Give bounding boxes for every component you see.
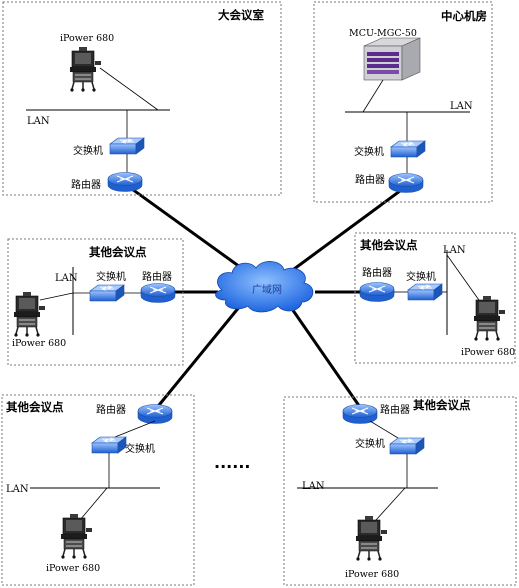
switch-left-label: 交换机 [96, 270, 126, 283]
switch-bottom-right-label: 交换机 [355, 437, 385, 450]
router-main-label: 路由器 [71, 178, 101, 191]
wan-link-center [289, 186, 405, 274]
router-bottom-left-label: 路由器 [96, 403, 126, 416]
terminal-main-label: iPower 680 [60, 33, 114, 44]
mcu-icon [363, 37, 421, 81]
room-bottom-left-box [1, 394, 195, 586]
switch-left-icon [89, 284, 125, 302]
room-center-title: 中心机房 [441, 9, 487, 23]
room-left-title: 其他会议点 [89, 245, 147, 259]
wan-label: 广域网 [252, 283, 282, 296]
room-left-box [7, 238, 184, 366]
lan-center-label: LAN [450, 101, 473, 112]
router-left-label: 路由器 [142, 270, 172, 283]
mcu-cable [362, 79, 384, 113]
terminal-bottom-right-label: iPower 680 [345, 569, 399, 580]
room-center-box [313, 1, 493, 203]
router-bottom-left-icon [137, 404, 173, 424]
router-bottom-right-label: 路由器 [380, 403, 410, 416]
lan-right-label: LAN [443, 245, 466, 256]
room-bottom-right: 其他会议点 路由器 交换机 LAN iPower 680 [283, 396, 517, 586]
switch-bottom-left-label: 交换机 [125, 442, 155, 455]
switch-bottom-left-icon [91, 436, 127, 454]
lan-left-label: LAN [55, 273, 78, 284]
lan-bottom-left-label: LAN [6, 484, 29, 495]
room-right: 其他会议点 路由器 交换机 LAN iPower 680 [354, 232, 516, 364]
switch-right-icon [407, 283, 443, 301]
room-right-title: 其他会议点 [360, 238, 418, 252]
terminal-left-icon [13, 291, 46, 338]
terminal-left-cable [39, 292, 74, 301]
router-left-icon [140, 283, 176, 303]
router-switch-bottom-left-link [114, 420, 156, 438]
terminal-bottom-right-cable [375, 487, 406, 521]
room-main: 大会议室 iPower 680 LAN 交换机 路由器 [2, 1, 282, 196]
switch-right-label: 交换机 [406, 270, 436, 283]
router-bottom-right-icon [342, 404, 378, 424]
terminal-right-label: iPower 680 [461, 347, 515, 358]
room-bottom-right-title: 其他会议点 [413, 398, 471, 412]
mcu-label: MCU-MGC-50 [349, 28, 417, 39]
wan-cloud: 广域网 [215, 261, 314, 313]
switch-main-label: 交换机 [73, 144, 103, 157]
router-switch-bottom-right-link [369, 420, 399, 439]
room-left: 其他会议点 LAN iPower 680 交换机 路由器 [7, 238, 184, 366]
router-center-label: 路由器 [355, 173, 385, 186]
terminal-main-icon [69, 46, 102, 93]
room-right-box [354, 232, 516, 364]
room-main-box [2, 1, 282, 196]
room-bottom-left-title: 其他会议点 [6, 400, 64, 414]
wan-link-bottom-left [153, 305, 242, 411]
terminal-bottom-left-label: iPower 680 [46, 563, 100, 574]
terminal-main-cable [99, 67, 159, 111]
lan-main-label: LAN [27, 116, 50, 127]
switch-main-icon [109, 137, 145, 155]
terminal-bottom-right-icon [355, 515, 388, 562]
terminal-left-label: iPower 680 [12, 338, 66, 349]
more-sites-ellipsis: ...... [214, 453, 250, 472]
room-main-title: 大会议室 [218, 8, 264, 22]
router-right-icon [359, 282, 395, 302]
switch-center-label: 交换机 [354, 145, 384, 158]
lan-bottom-right-label: LAN [302, 481, 325, 492]
router-right-label: 路由器 [362, 266, 392, 279]
router-main-icon [107, 172, 143, 192]
room-bottom-right-box [283, 396, 517, 586]
room-center: 中心机房 MCU-MGC-50 LAN 交换机 路由器 [313, 1, 493, 203]
room-bottom-left: 其他会议点 路由器 交换机 LAN iPower 680 [1, 394, 195, 586]
switch-bottom-right-icon [389, 437, 425, 455]
switch-center-icon [390, 140, 426, 158]
terminal-bottom-left-icon [60, 513, 93, 560]
wan-link-main [124, 182, 248, 274]
wan-link-bottom-right [288, 305, 364, 411]
router-center-icon [388, 173, 424, 193]
terminal-right-icon [473, 295, 506, 342]
terminal-bottom-left-cable [79, 487, 108, 521]
